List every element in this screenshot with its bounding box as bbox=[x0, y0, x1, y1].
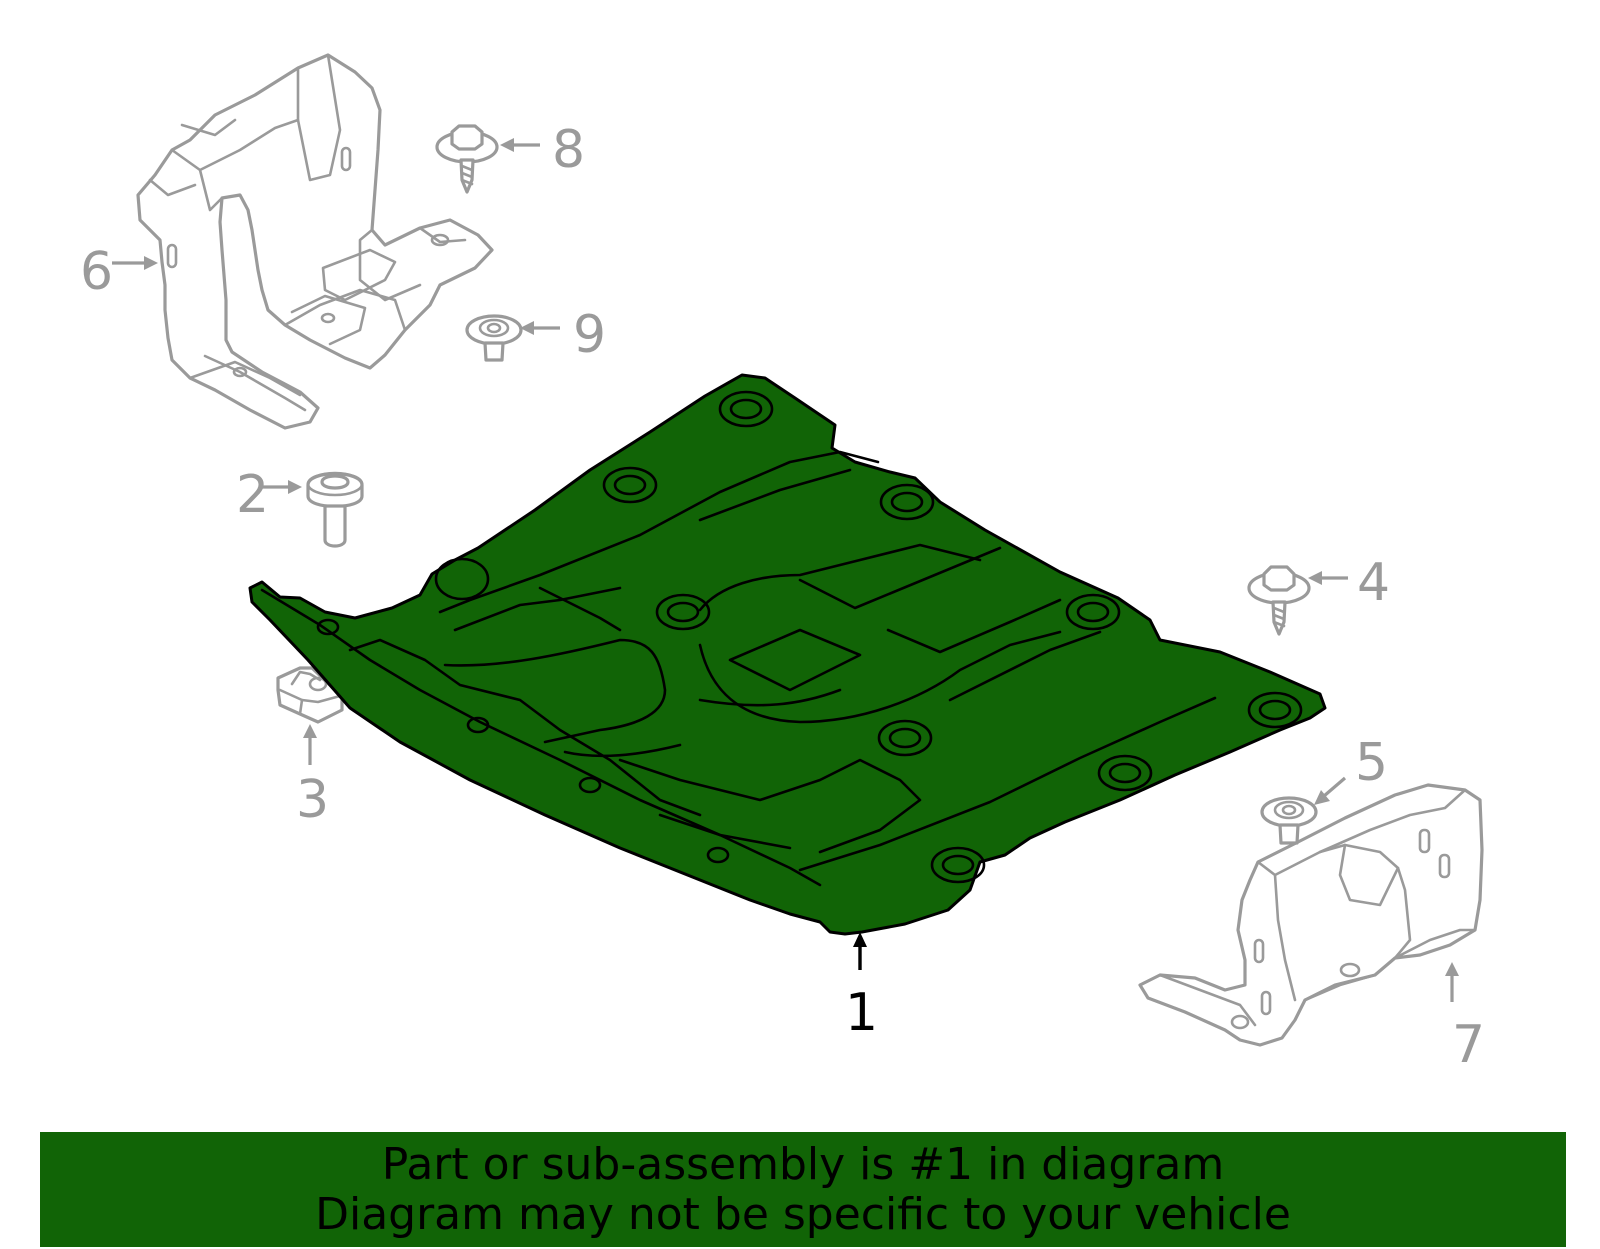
banner-line-disclaimer: Diagram may not be specific to your vehi… bbox=[315, 1188, 1291, 1240]
callout-9: 9 bbox=[573, 305, 606, 365]
bracket-part-7[interactable] bbox=[1138, 783, 1484, 1047]
banner-line-part-number: Part or sub-assembly is #1 in diagram bbox=[381, 1138, 1225, 1190]
leader-arrow-5 bbox=[1314, 776, 1347, 805]
bolt-part-8[interactable] bbox=[435, 124, 499, 194]
bolt-part-2[interactable] bbox=[306, 471, 364, 548]
splash-shield-part-1[interactable] bbox=[248, 373, 1327, 936]
callout-5: 5 bbox=[1355, 733, 1388, 793]
bolt-part-4[interactable] bbox=[1247, 565, 1311, 636]
callout-4: 4 bbox=[1357, 553, 1390, 613]
leader-arrow-6 bbox=[112, 256, 158, 270]
push-rivet-part-9[interactable] bbox=[465, 314, 523, 362]
push-rivet-part-5[interactable] bbox=[1260, 796, 1318, 845]
leader-arrow-7 bbox=[1445, 962, 1459, 1002]
callout-3: 3 bbox=[296, 770, 329, 830]
leader-arrow-8 bbox=[500, 138, 540, 152]
leader-arrow-9 bbox=[520, 321, 560, 335]
leader-arrow-3 bbox=[303, 724, 317, 765]
leader-arrow-1 bbox=[853, 932, 867, 970]
disclaimer-banner: Part or sub-assembly is #1 in diagram Di… bbox=[40, 1132, 1566, 1247]
callout-8: 8 bbox=[552, 120, 585, 180]
callout-1: 1 bbox=[845, 983, 878, 1043]
callout-6: 6 bbox=[80, 242, 113, 302]
callout-2: 2 bbox=[236, 465, 269, 525]
callout-7: 7 bbox=[1452, 1015, 1485, 1075]
leader-arrow-2 bbox=[262, 480, 302, 494]
leader-arrow-4 bbox=[1308, 571, 1348, 585]
bracket-part-6[interactable] bbox=[136, 53, 494, 430]
